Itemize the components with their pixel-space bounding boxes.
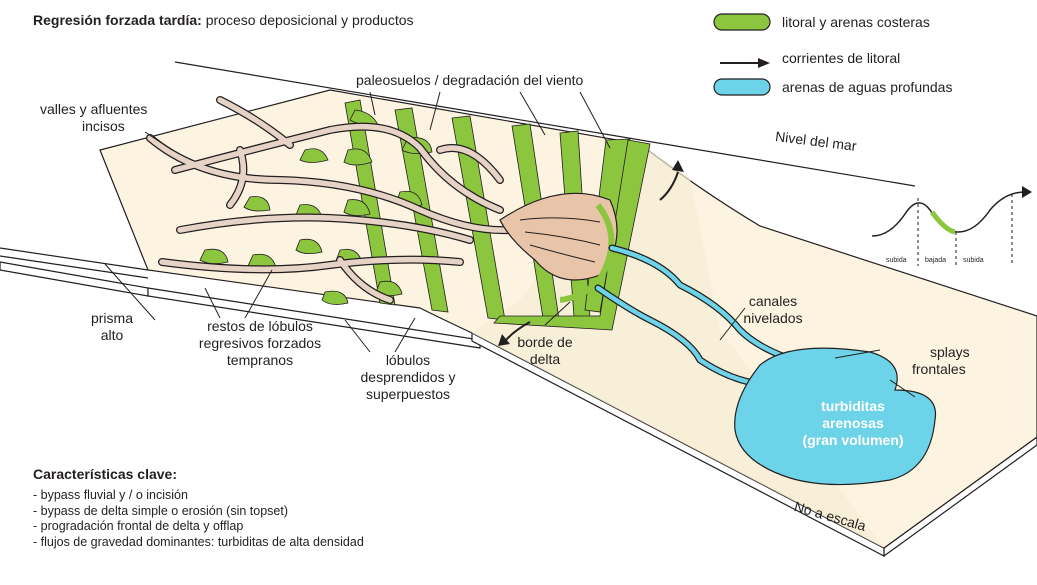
key-feature-item: - flujos de gravedad dominantes: turbidi… xyxy=(33,535,364,551)
legend-item-currents: corrientes de litoral xyxy=(782,50,900,66)
key-features-heading: Características clave: xyxy=(33,466,364,482)
legend-green-swatch xyxy=(714,14,770,30)
sea-level-curve xyxy=(872,186,1032,266)
key-feature-item: - bypass de delta simple o erosión (sin … xyxy=(33,504,364,520)
title-rest: proceso deposicional y productos xyxy=(206,12,414,28)
label-valles: valles y afluentes incisos xyxy=(40,101,147,135)
label-restos-lobulos: restos de lóbulos regresivos forzados te… xyxy=(180,318,340,369)
label-borde-delta: borde de delta xyxy=(500,334,590,368)
curve-arrowhead xyxy=(1022,186,1032,198)
curve-label-subida-1: subida xyxy=(886,257,907,264)
legend-item-deep-sands: arenas de aguas profundas xyxy=(782,79,952,95)
label-prisma-alto: prisma alto xyxy=(82,310,142,344)
label-paleosuelos: paleosuelos / degradación del viento xyxy=(356,72,583,89)
key-feature-item: - progradación frontal de delta y offlap xyxy=(33,519,364,535)
label-splays-frontales: splays frontales xyxy=(912,344,970,378)
label-canales-nivelados: canales nivelados xyxy=(728,293,818,327)
figure-title: Regresión forzada tardía: proceso deposi… xyxy=(33,12,414,28)
title-bold: Regresión forzada tardía: xyxy=(33,12,202,28)
label-lobulos-desprendidos: lóbulos desprendidos y superpuestos xyxy=(348,352,468,403)
legend-arrowhead xyxy=(758,58,770,68)
legend-cyan-swatch xyxy=(714,79,770,95)
label-turbiditas: turbiditas arenosas (gran volumen) xyxy=(758,398,948,449)
longshore-arrowhead-upper xyxy=(672,160,684,172)
key-feature-item: - bypass fluvial y / o incisión xyxy=(33,488,364,504)
curve-label-subida-2: subida xyxy=(963,257,984,264)
curve-label-bajada: bajada xyxy=(925,257,946,264)
legend-item-shoreline: litoral y arenas costeras xyxy=(782,14,930,30)
key-features: Características clave: - bypass fluvial … xyxy=(33,466,364,550)
